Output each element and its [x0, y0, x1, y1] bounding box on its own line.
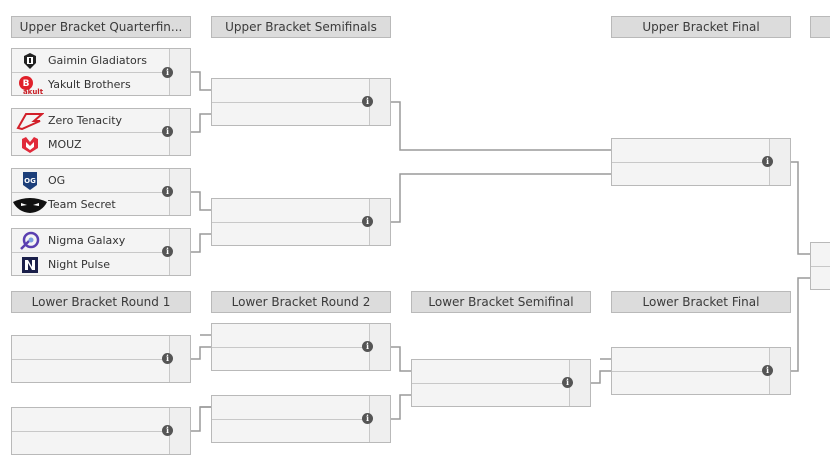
team-row[interactable]: OG OG: [12, 169, 169, 192]
og-logo-icon: OG: [12, 169, 48, 192]
match-info-icon[interactable]: i: [162, 353, 173, 364]
match-info-icon[interactable]: i: [162, 425, 173, 436]
match-info-icon[interactable]: i: [162, 186, 173, 197]
header-upper-bracket-semifinals: Upper Bracket Semifinals: [211, 16, 391, 38]
team-row[interactable]: MOUZ: [12, 133, 169, 156]
match-ub-qf-4[interactable]: Nigma Galaxy Night Pulse: [11, 228, 191, 276]
match-info-icon[interactable]: i: [162, 246, 173, 257]
zero-tenacity-logo-icon: [12, 109, 48, 132]
header-lower-bracket-round-2: Lower Bracket Round 2: [211, 291, 391, 313]
match-info-icon[interactable]: i: [162, 126, 173, 137]
match-lb-final[interactable]: [611, 347, 791, 395]
team-name: Gaimin Gladiators: [48, 54, 147, 67]
gaimin-gladiators-logo-icon: [12, 49, 48, 72]
match-info-icon[interactable]: i: [362, 413, 373, 424]
team-name: MOUZ: [48, 138, 82, 151]
match-info-icon[interactable]: i: [162, 67, 173, 78]
header-grand-final-partial: [810, 16, 830, 38]
team-name: Nigma Galaxy: [48, 234, 126, 247]
team-row[interactable]: Zero Tenacity: [12, 109, 169, 132]
team-row[interactable]: Night Pulse: [12, 253, 169, 276]
header-lower-bracket-semifinal: Lower Bracket Semifinal: [411, 291, 591, 313]
team-row[interactable]: Team Secret: [12, 193, 169, 216]
svg-text:akult: akult: [23, 88, 43, 95]
svg-text:B: B: [23, 79, 30, 89]
match-info-icon[interactable]: i: [762, 365, 773, 376]
team-row[interactable]: Gaimin Gladiators: [12, 49, 169, 72]
match-lb-r2-1[interactable]: [211, 323, 391, 371]
team-name: OG: [48, 174, 66, 187]
svg-text:OG: OG: [24, 177, 36, 185]
team-name: Zero Tenacity: [48, 114, 123, 127]
match-ub-sf-1[interactable]: [211, 78, 391, 126]
night-pulse-logo-icon: [12, 253, 48, 276]
match-info-icon[interactable]: i: [362, 96, 373, 107]
nigma-galaxy-logo-icon: [12, 229, 48, 252]
team-secret-logo-icon: [12, 193, 48, 216]
match-ub-final[interactable]: [611, 138, 791, 186]
match-ub-qf-3[interactable]: OG OG Team Secret: [11, 168, 191, 216]
team-row[interactable]: Nigma Galaxy: [12, 229, 169, 252]
team-name: Yakult Brothers: [48, 78, 131, 91]
mouz-logo-icon: [12, 133, 48, 156]
match-info-icon[interactable]: i: [562, 377, 573, 388]
match-lb-r1-2[interactable]: [11, 407, 191, 455]
match-grand-final-partial[interactable]: [810, 242, 830, 290]
match-info-icon[interactable]: i: [362, 216, 373, 227]
team-name: Night Pulse: [48, 258, 111, 271]
match-lb-semifinal[interactable]: [411, 359, 591, 407]
header-lower-bracket-final: Lower Bracket Final: [611, 291, 791, 313]
header-upper-bracket-final: Upper Bracket Final: [611, 16, 791, 38]
header-lower-bracket-round-1: Lower Bracket Round 1: [11, 291, 191, 313]
match-info-icon[interactable]: i: [762, 156, 773, 167]
match-info-icon[interactable]: i: [362, 341, 373, 352]
match-ub-sf-2[interactable]: [211, 198, 391, 246]
header-upper-bracket-quarterfinals: Upper Bracket Quarterfin...: [11, 16, 191, 38]
team-name: Team Secret: [48, 198, 116, 211]
match-ub-qf-2[interactable]: Zero Tenacity MOUZ: [11, 108, 191, 156]
